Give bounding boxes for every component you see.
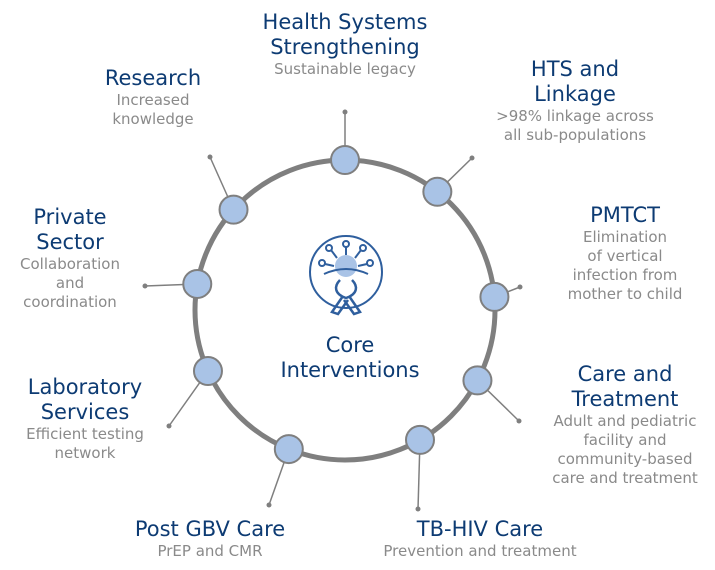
label-hts-linkage: HTS and Linkage >98% linkage across all …: [465, 57, 685, 145]
connector-dot-health-systems: [342, 109, 348, 115]
label-tb-hiv: TB-HIV Care Prevention and treatment: [345, 517, 615, 561]
connector-dot-research: [207, 154, 213, 160]
connector-dot-private-sector: [142, 283, 148, 289]
label-health-systems: Health Systems Strengthening Sustainable…: [225, 10, 465, 79]
title-private-sector-1: Private: [33, 205, 107, 229]
desc-care-treatment-4: care and treatment: [552, 469, 698, 487]
node-hts-linkage: [422, 176, 453, 207]
label-post-gbv: Post GBV Care PrEP and CMR: [110, 517, 310, 561]
desc-post-gbv-1: PrEP and CMR: [157, 542, 263, 560]
desc-pmtct-4: mother to child: [567, 285, 683, 303]
title-care-treatment-2: Treatment: [571, 387, 679, 411]
connector-dot-care-treatment: [516, 418, 522, 424]
node-care-treatment: [462, 365, 493, 396]
connector-dot-pmtct: [517, 284, 523, 290]
core-label-line1: Core: [325, 333, 375, 357]
node-post-gbv: [273, 434, 304, 465]
desc-pmtct-1: Elimination: [582, 228, 668, 246]
desc-care-treatment-2: facility and: [583, 431, 667, 449]
desc-hts-linkage-2: all sub-populations: [503, 126, 647, 144]
desc-private-sector-1: Collaboration: [20, 255, 120, 273]
desc-care-treatment-3: community-based: [557, 450, 693, 468]
desc-health-systems-1: Sustainable legacy: [274, 60, 416, 78]
node-research: [218, 194, 249, 225]
virus-ribbon-icon: [309, 235, 383, 316]
desc-care-treatment-1: Adult and pediatric: [553, 412, 697, 430]
label-private-sector: Private Sector Collaboration and coordin…: [0, 205, 140, 312]
node-health-systems: [330, 145, 360, 175]
desc-hts-linkage-1: >98% linkage across: [496, 107, 654, 125]
label-pmtct: PMTCT Elimination of vertical infection …: [535, 203, 715, 304]
title-hts-linkage-1: HTS and: [530, 57, 620, 81]
title-research-1: Research: [104, 66, 202, 90]
title-laboratory-1: Laboratory: [27, 375, 143, 399]
node-pmtct: [479, 281, 510, 312]
label-research: Research Increased knowledge: [78, 66, 228, 129]
title-pmtct-1: PMTCT: [590, 203, 660, 227]
desc-research-2: knowledge: [112, 110, 194, 128]
ring-nodes: [182, 145, 510, 465]
title-laboratory-2: Services: [40, 400, 130, 424]
desc-laboratory-2: network: [54, 444, 116, 462]
desc-pmtct-3: infection from: [572, 266, 678, 284]
desc-pmtct-2: of vertical: [587, 247, 663, 265]
connector-dot-post-gbv: [266, 502, 272, 508]
connector-dot-tb-hiv: [415, 506, 421, 512]
title-care-treatment-1: Care and: [577, 362, 673, 386]
title-health-systems-1: Health Systems: [262, 10, 428, 34]
desc-private-sector-2: and: [55, 274, 85, 292]
title-post-gbv-1: Post GBV Care: [134, 517, 286, 541]
connector-dot-hts-linkage: [469, 155, 475, 161]
title-health-systems-2: Strengthening: [270, 35, 420, 59]
node-tb-hiv: [405, 424, 435, 455]
connector-dot-laboratory: [166, 423, 172, 429]
desc-laboratory-1: Efficient testing: [26, 425, 144, 443]
core-label: Core Interventions: [270, 333, 430, 383]
desc-tb-hiv-1: Prevention and treatment: [383, 542, 577, 560]
node-laboratory: [192, 356, 223, 387]
title-private-sector-2: Sector: [36, 230, 104, 254]
node-private-sector: [182, 268, 213, 299]
title-hts-linkage-2: Linkage: [534, 82, 616, 106]
desc-research-1: Increased: [116, 91, 190, 109]
label-laboratory: Laboratory Services Efficient testing ne…: [5, 375, 165, 463]
desc-private-sector-3: coordination: [23, 293, 117, 311]
label-care-treatment: Care and Treatment Adult and pediatric f…: [535, 362, 715, 488]
core-label-line2: Interventions: [280, 358, 420, 382]
title-tb-hiv-1: TB-HIV Care: [416, 517, 544, 541]
